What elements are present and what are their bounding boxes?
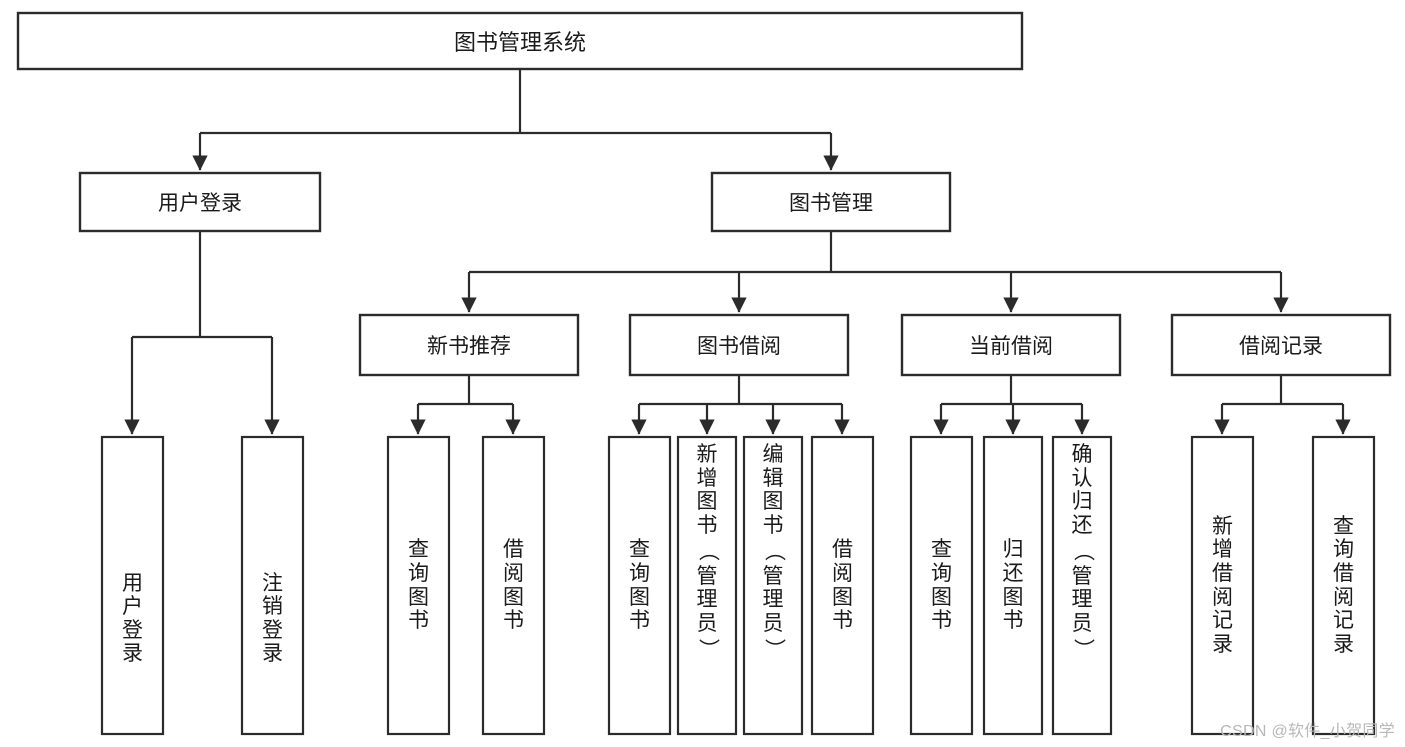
node-box-book-borrow[interactable] [628, 313, 850, 377]
node-box-leaf-confirm-return[interactable] [1051, 435, 1113, 736]
node-box-book-manage[interactable] [710, 171, 952, 233]
node-box-new-book-rec[interactable] [358, 313, 580, 377]
node-box-root[interactable] [16, 11, 1024, 71]
node-box-current-borrow[interactable] [900, 313, 1122, 377]
node-box-leaf-edit-book[interactable] [742, 435, 804, 736]
node-box-leaf-query-record[interactable] [1311, 435, 1376, 736]
node-box-leaf-user-login[interactable] [100, 435, 165, 736]
node-box-leaf-borrow-book-2[interactable] [810, 435, 875, 736]
node-box-leaf-add-book[interactable] [676, 435, 738, 736]
node-box-leaf-query-book-1[interactable] [386, 435, 451, 736]
node-box-leaf-query-book-3[interactable] [909, 435, 974, 736]
node-box-borrow-record[interactable] [1170, 313, 1392, 377]
node-box-leaf-query-book-2[interactable] [607, 435, 672, 736]
node-box-leaf-borrow-book-1[interactable] [481, 435, 546, 736]
node-box-user-login[interactable] [78, 171, 322, 233]
node-box-leaf-add-record[interactable] [1190, 435, 1255, 736]
node-box-leaf-return-book[interactable] [982, 435, 1044, 736]
node-box-leaf-user-logout[interactable] [240, 435, 305, 736]
